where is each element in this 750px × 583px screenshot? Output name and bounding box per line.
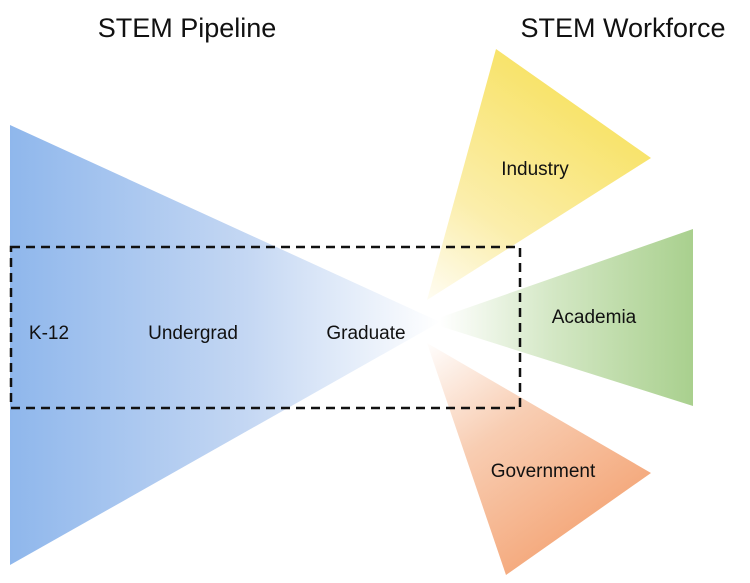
stage-k12-label: K-12: [29, 323, 69, 344]
sector-academia-label: Academia: [552, 307, 637, 328]
pipeline-funnel: [10, 125, 440, 565]
government-fan: [427, 343, 651, 575]
pipeline-heading: STEM Pipeline: [98, 13, 277, 43]
industry-fan: [427, 49, 651, 300]
stage-undergrad-label: Undergrad: [148, 323, 238, 344]
dashed-grouping-box: [9, 245, 522, 410]
sector-government-label: Government: [491, 461, 596, 482]
academia-fan: [427, 229, 693, 406]
workforce-heading: STEM Workforce: [520, 13, 725, 43]
workforce-fans: [427, 49, 693, 575]
stage-graduate-label: Graduate: [326, 323, 405, 344]
sector-industry-label: Industry: [501, 159, 569, 180]
